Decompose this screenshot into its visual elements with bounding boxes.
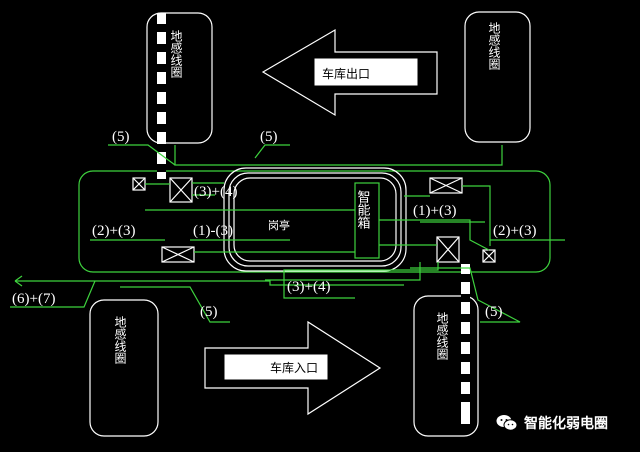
cable-label-3-4-top: (3)+(4) <box>194 184 237 200</box>
ticket-machine-left <box>161 246 195 263</box>
cable-label-5-top-mid: (5) <box>260 129 278 145</box>
watermark-text: 智能化弱电圈 <box>524 416 608 432</box>
wechat-icon <box>496 415 518 431</box>
smart-box: 智能箱 <box>354 182 380 259</box>
booth-label: 岗亭 <box>268 218 290 232</box>
watermark: 智能化弱电圈 <box>496 412 608 434</box>
cable-label-5-bottom-left: (5) <box>200 304 218 320</box>
loop-label: 地感线圈 <box>487 22 501 71</box>
cable-label-3-4-bottom: (3)+(4) <box>287 279 330 295</box>
island-outline <box>78 170 551 273</box>
cable-label-6-7: (6)+(7) <box>12 291 55 307</box>
loop-detector-top-left: 地感线圈 <box>146 12 213 144</box>
barrier-controller-bottom <box>436 236 460 263</box>
cable-label-5-bottom-right: (5) <box>485 304 503 320</box>
exit-label: 车库出口 <box>322 66 370 81</box>
loop-label: 地感线圈 <box>435 312 449 361</box>
loop-detector-bottom-left: 地感线圈 <box>89 299 159 437</box>
cable-labels: (5) (5) (3)+(4) (2)+(3) (1)-(3) (1)+(3) … <box>12 129 536 320</box>
smart-box-label: 智能箱 <box>355 190 371 229</box>
barrier-gate-top <box>157 13 166 179</box>
equipment-box-small-left <box>132 177 146 191</box>
exit-arrow: 车库出口 <box>261 28 438 117</box>
ticket-machine-right <box>429 177 463 194</box>
wiring <box>10 144 565 323</box>
equipment-box-small-right <box>482 249 496 263</box>
cable-label-1-3-minus: (1)-(3) <box>193 223 233 239</box>
cable-label-2-3-left: (2)+(3) <box>92 223 135 239</box>
entry-label: 车库入口 <box>270 360 318 375</box>
loop-detector-top-right: 地感线圈 <box>464 11 531 143</box>
loop-label: 地感线圈 <box>169 30 183 79</box>
entry-arrow: 车库入口 <box>204 320 382 416</box>
booth: 岗亭 <box>223 167 407 272</box>
cable-label-5-top-left: (5) <box>112 129 130 145</box>
loop-label: 地感线圈 <box>113 316 127 365</box>
loop-detector-bottom-right: 地感线圈 <box>413 295 479 437</box>
barrier-gate-bottom <box>461 264 470 424</box>
barrier-controller-top <box>169 177 193 203</box>
cable-label-2-3-right: (2)+(3) <box>493 223 536 239</box>
cable-label-1-plus-3: (1)+(3) <box>413 203 456 219</box>
